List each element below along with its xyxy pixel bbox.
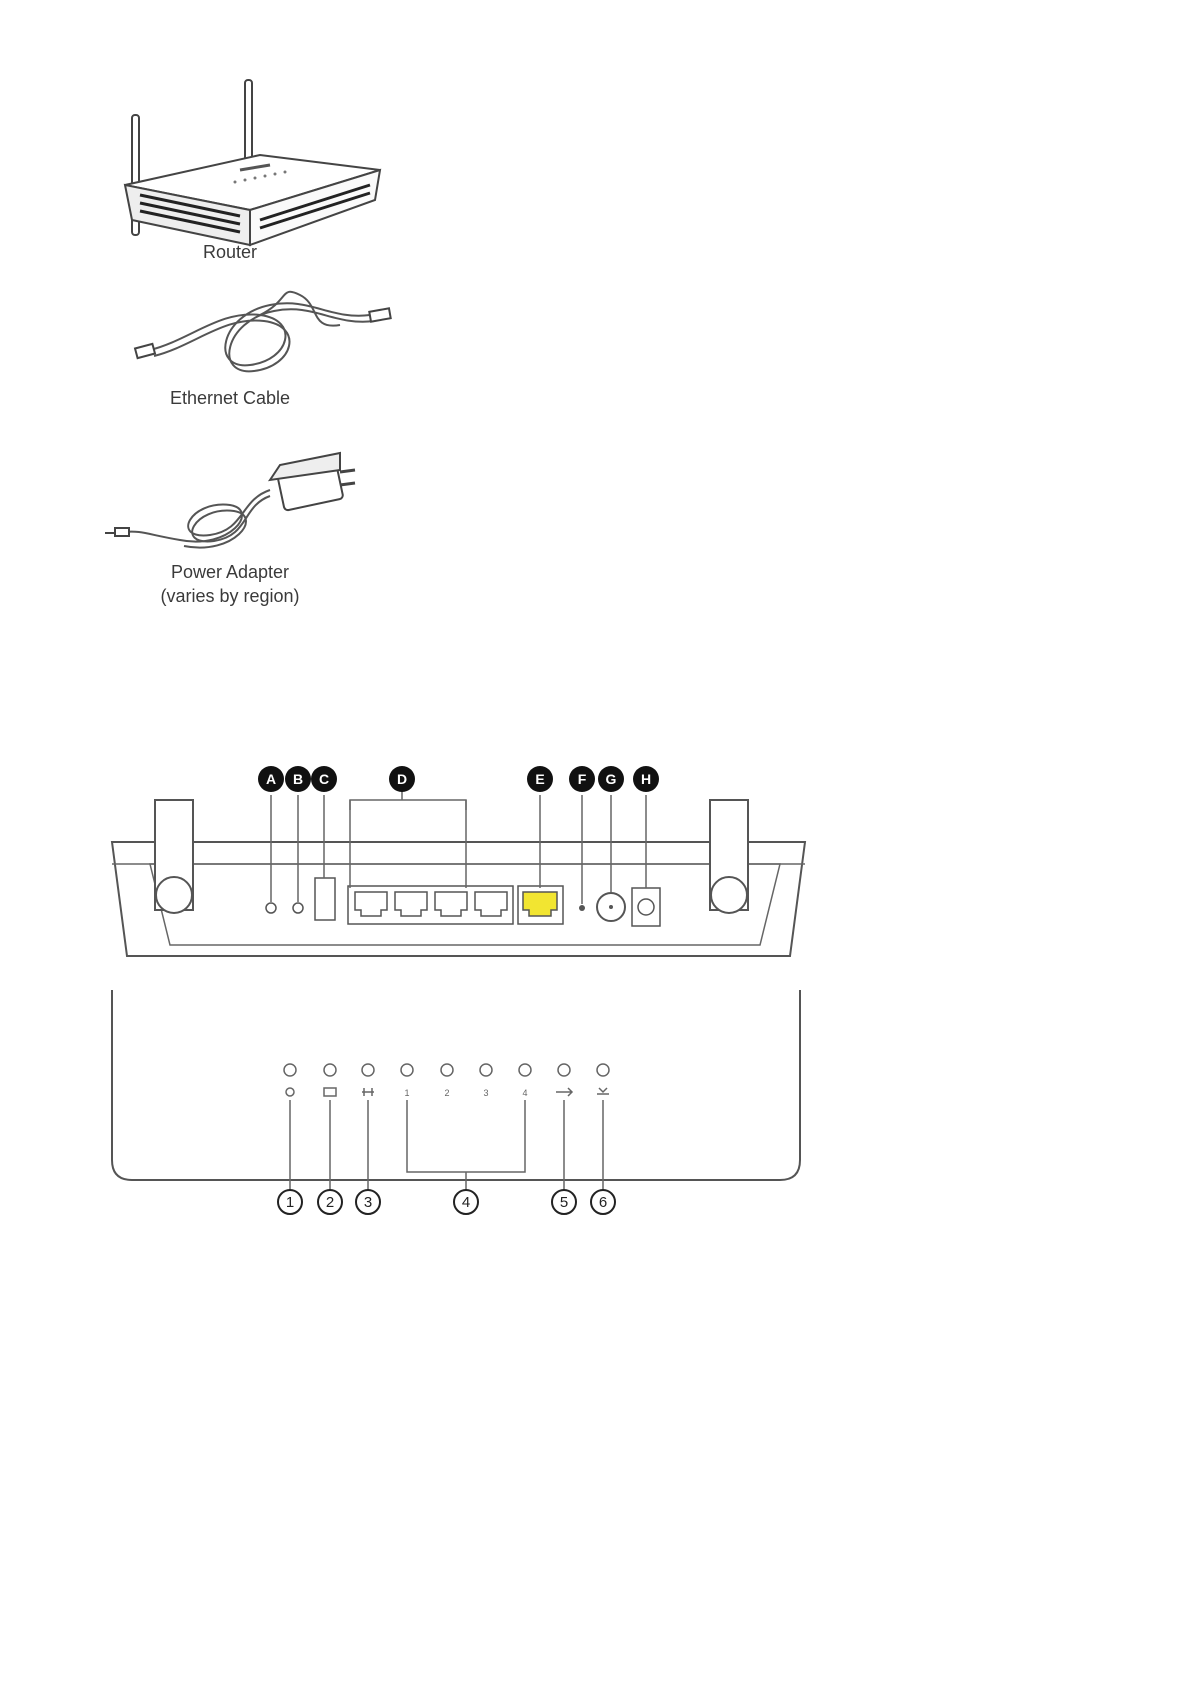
led-label-2: 2 xyxy=(444,1088,449,1098)
callout-b: B xyxy=(285,766,311,792)
svg-text:E: E xyxy=(535,771,544,787)
ethernet-cable-illustration xyxy=(135,292,391,372)
callout-e: E xyxy=(527,766,553,792)
svg-text:4: 4 xyxy=(462,1194,470,1211)
rear-callouts: A B C D E F G H xyxy=(100,780,820,820)
port-b-button xyxy=(293,903,303,913)
ethernet-cable-caption: Ethernet Cable xyxy=(130,386,330,410)
wifi-led-icon xyxy=(362,1088,374,1096)
svg-text:3: 3 xyxy=(364,1194,372,1211)
svg-text:C: C xyxy=(319,771,329,787)
callout-d: D xyxy=(389,766,415,792)
router-illustration xyxy=(125,80,380,245)
port-f-reset xyxy=(579,905,585,911)
wps-led-icon xyxy=(597,1088,609,1094)
power-adapter-note: (varies by region) xyxy=(130,584,330,608)
package-contents-panel: Router Ethernet Cable Power Adapter (var… xyxy=(70,60,420,660)
callout-c: C xyxy=(311,766,337,792)
svg-text:B: B xyxy=(293,771,303,787)
power-adapter-caption: Power Adapter xyxy=(130,560,330,584)
svg-text:2: 2 xyxy=(326,1194,334,1211)
callout-1: 1 xyxy=(278,1190,302,1214)
callout-a: A xyxy=(258,766,284,792)
port-a-button xyxy=(266,903,276,913)
router-caption: Router xyxy=(130,240,330,264)
svg-text:5: 5 xyxy=(560,1194,568,1211)
led-label-4: 4 xyxy=(522,1088,527,1098)
svg-text:H: H xyxy=(641,771,651,787)
callout-4: 4 xyxy=(454,1190,478,1214)
led-label-3: 3 xyxy=(483,1088,488,1098)
callout-3: 3 xyxy=(356,1190,380,1214)
callout-h: H xyxy=(633,766,659,792)
svg-text:1: 1 xyxy=(286,1194,294,1211)
callout-6: 6 xyxy=(591,1190,615,1214)
led-indicators xyxy=(284,1064,609,1076)
svg-text:F: F xyxy=(578,771,587,787)
port-c-switch xyxy=(315,878,335,920)
callout-2: 2 xyxy=(318,1190,342,1214)
svg-text:6: 6 xyxy=(599,1194,607,1211)
front-panel-svg: 1 2 3 4 1 2 3 4 5 xyxy=(100,990,820,1250)
front-panel-diagram: 1 2 3 4 1 2 3 4 5 xyxy=(100,990,820,1250)
callout-5: 5 xyxy=(552,1190,576,1214)
callout-g: G xyxy=(598,766,624,792)
svg-text:D: D xyxy=(397,771,407,787)
usb-led-icon xyxy=(556,1088,572,1096)
power-adapter-illustration xyxy=(105,453,355,548)
led-label-1: 1 xyxy=(404,1088,409,1098)
power-led-icon xyxy=(286,1088,294,1096)
internet-led-icon xyxy=(324,1088,336,1096)
svg-text:A: A xyxy=(266,771,276,787)
callout-f: F xyxy=(569,766,595,792)
svg-text:G: G xyxy=(606,771,617,787)
